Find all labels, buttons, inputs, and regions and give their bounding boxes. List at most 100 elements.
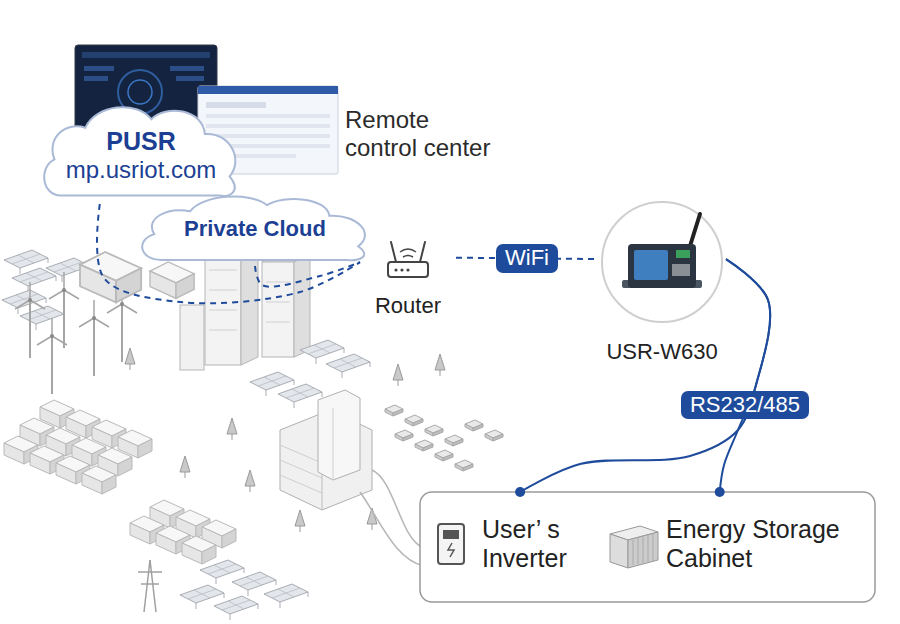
parking-lot: [455, 460, 473, 471]
solar-rows: [326, 354, 370, 378]
dashboard-monitor: [170, 66, 204, 71]
solar-field: [264, 584, 308, 608]
cabinet-icon: [653, 534, 654, 561]
cabinet-icon: [628, 532, 658, 568]
container-yard: [82, 466, 116, 494]
main-building: [333, 408, 334, 480]
power-wire: [372, 470, 424, 548]
cabinet-icon: [648, 535, 649, 562]
dashboard-monitor: [82, 52, 210, 58]
main-building: [318, 390, 360, 480]
main-building: [280, 390, 372, 510]
router-icon: [406, 268, 409, 271]
substation: [150, 262, 194, 298]
connection-dot: [715, 487, 725, 497]
device-badge: [602, 202, 722, 322]
trees: [245, 470, 255, 492]
power-wire: [360, 492, 424, 566]
parking-lot: [405, 415, 423, 426]
device-label: Router: [375, 293, 441, 318]
wind-farm: [79, 300, 109, 376]
router-icon: [394, 268, 397, 271]
solar-rows: [278, 384, 322, 408]
gateway-node: USR-W630: [598, 200, 726, 364]
solar-field: [180, 560, 308, 620]
trees: [125, 348, 445, 532]
trees: [125, 348, 135, 370]
cabinet-icon: [643, 537, 644, 563]
solar-field: [2, 250, 90, 330]
parking-lot: [415, 440, 433, 451]
office-towers: [180, 242, 310, 370]
router-icon: [400, 249, 416, 252]
office-towers: [266, 282, 290, 283]
trees: [295, 510, 305, 532]
power-pylon: [141, 583, 159, 585]
dashboard-monitor: [176, 76, 204, 81]
power-wire: [360, 470, 424, 566]
device-badge: [602, 202, 722, 322]
solar-field: [214, 596, 258, 620]
dashed-connector: [255, 262, 360, 286]
cloud-title: Private Cloud: [184, 216, 326, 241]
connection-dot: [515, 487, 525, 497]
dashboard-window: [206, 114, 330, 118]
router-icon: [420, 242, 425, 262]
device-badge: [628, 244, 696, 288]
container-yard: [4, 400, 152, 494]
inverter-icon: [448, 543, 454, 557]
inverter-icon: [443, 530, 459, 539]
router-icon: [391, 242, 396, 262]
container-yard: [182, 536, 216, 564]
equipment-label: Energy Storage Cabinet: [666, 515, 861, 573]
serial-connector: [720, 259, 771, 492]
device-badge: [634, 250, 668, 280]
trees: [393, 364, 403, 386]
office-towers: [205, 250, 241, 365]
router-icon: [388, 262, 428, 277]
connection-label: RS232/485: [681, 391, 809, 419]
equipment-node: User’ s Inverter: [430, 492, 600, 596]
equipment-panel: [420, 492, 875, 602]
connector-dots: [515, 487, 725, 497]
office-towers: [294, 255, 310, 357]
parking-lot: [395, 430, 413, 441]
office-towers: [266, 302, 290, 303]
trees: [180, 456, 190, 478]
office-towers: [266, 322, 290, 323]
device-badge: [672, 264, 690, 276]
dashboard-monitor: [84, 66, 114, 71]
connection-label: WiFi: [496, 244, 558, 272]
cloud-outline: [44, 107, 235, 196]
equipment-node: Energy Storage Cabinet: [600, 492, 872, 596]
solar-field: [20, 306, 64, 330]
router-icon: [400, 268, 403, 271]
office-towers: [209, 290, 237, 291]
wind-farm: [15, 282, 45, 358]
parking-lot: [425, 425, 443, 436]
inverter-icon: [438, 524, 464, 564]
cabinet-icon: [633, 540, 634, 565]
main-building: [280, 445, 322, 463]
router-icon: [388, 242, 428, 277]
main-building: [280, 460, 322, 478]
device-label: USR-W630: [606, 339, 717, 364]
substation: [80, 252, 141, 302]
device-badge: [690, 214, 700, 246]
equipment-label: User’ s Inverter: [482, 515, 592, 573]
cabinet-icon: [638, 538, 639, 564]
office-towers: [180, 305, 204, 370]
parking-lot: [385, 405, 403, 416]
office-towers: [262, 262, 294, 357]
area-label: Remote control center: [345, 106, 500, 161]
dashboard-window: [198, 86, 338, 94]
container-yard: [130, 500, 236, 564]
parking-lot: [445, 435, 463, 446]
power-pylon: [144, 560, 150, 612]
office-towers: [209, 330, 237, 331]
wind-farm: [37, 318, 67, 394]
serial-connector: [520, 259, 770, 492]
cabinet-icon: [610, 526, 658, 568]
office-towers: [209, 310, 237, 311]
